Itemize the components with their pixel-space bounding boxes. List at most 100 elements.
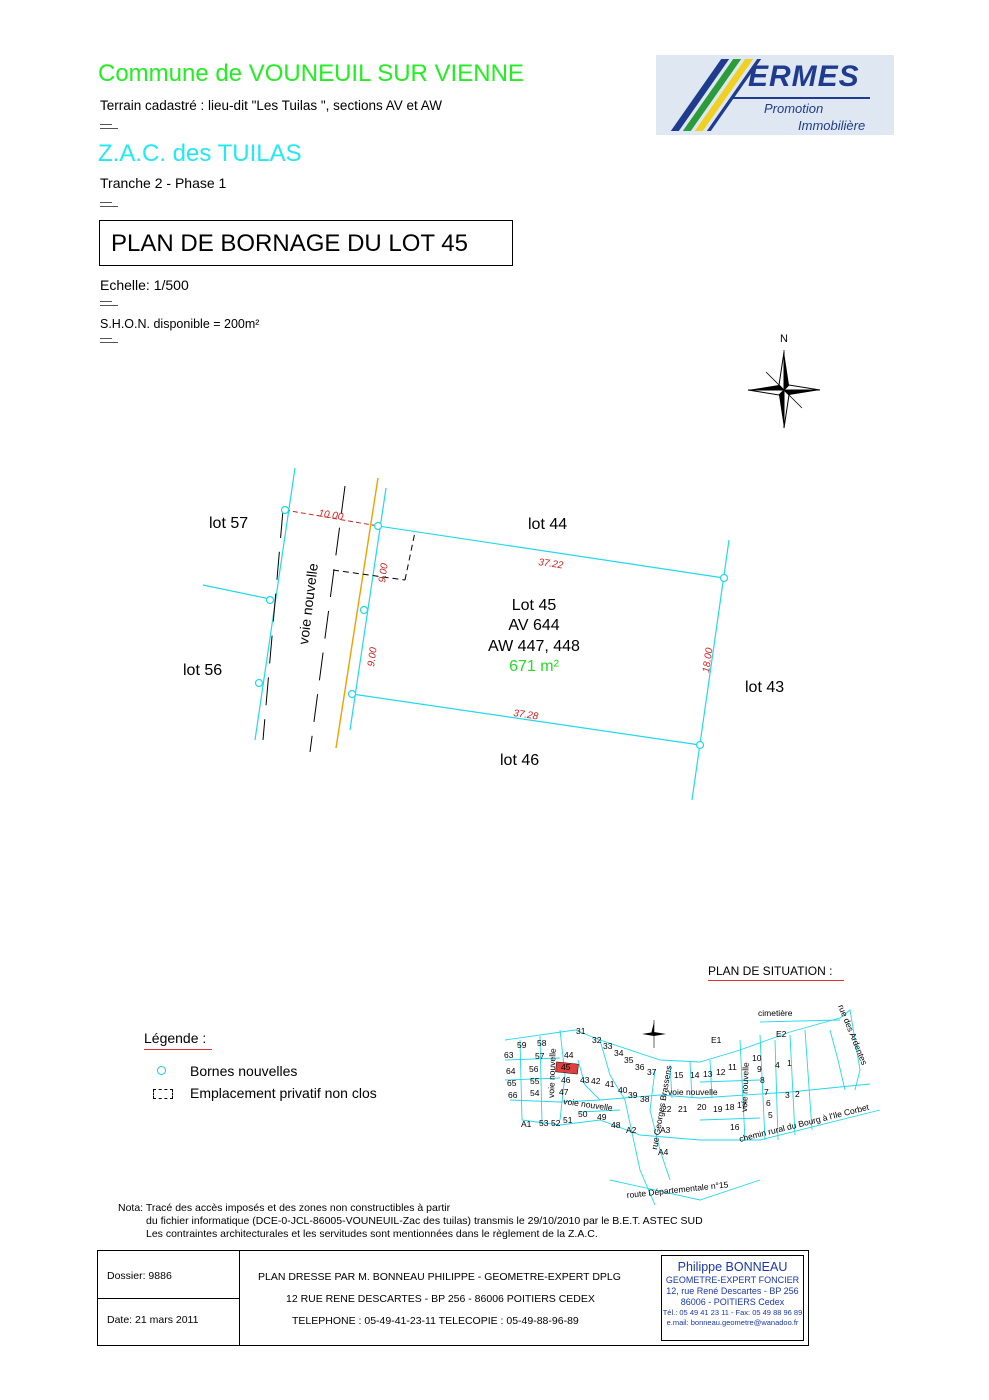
nota-line2: du fichier informatique (DCE-0-JCL-86005… bbox=[146, 1215, 703, 1227]
situation-lot-number: 15 bbox=[674, 1070, 684, 1080]
situation-title: PLAN DE SITUATION : bbox=[708, 964, 833, 978]
situation-lot-number: 41 bbox=[605, 1079, 615, 1089]
av-reference: AV 644 bbox=[508, 617, 559, 634]
situation-lot-number: 64 bbox=[506, 1066, 516, 1076]
nota-block: Nota: Tracé des accès imposés et des zon… bbox=[118, 1202, 703, 1241]
lot43-label: lot 43 bbox=[745, 679, 784, 696]
situation-lot-number: A1 bbox=[521, 1119, 532, 1129]
situation-lot-number: 20 bbox=[697, 1102, 707, 1112]
office-telephone: TELEPHONE : 05-49-41-23-11 TELECOPIE : 0… bbox=[292, 1315, 579, 1327]
situation-lot-number: A2 bbox=[626, 1125, 637, 1135]
logo-immobiliere: Immobilière bbox=[798, 118, 866, 133]
situation-lot-number: 2 bbox=[795, 1089, 800, 1099]
situation-lot-number: 59 bbox=[517, 1040, 527, 1050]
situation-lot-number: 38 bbox=[640, 1094, 650, 1104]
situation-chemin: chemin rural du Bourg à l'Ile Corbet bbox=[738, 1102, 871, 1144]
dim-left-upper: 9.00 bbox=[377, 562, 391, 583]
stamp-telephone: Tél.: 05 49 41 23 11 - Fax: 05 49 88 96 … bbox=[662, 1308, 803, 1317]
situation-lot-number: 16 bbox=[730, 1122, 740, 1132]
situation-lot-number: 1 bbox=[787, 1058, 792, 1068]
situation-north-icon bbox=[642, 1020, 666, 1048]
scale-label: Echelle: 1/500 bbox=[100, 277, 189, 293]
legend-emplacement: Emplacement privatif non clos bbox=[190, 1085, 377, 1101]
situation-lot-number: 11 bbox=[728, 1062, 737, 1072]
situation-lot-number: 47 bbox=[559, 1087, 569, 1097]
separator-mark bbox=[100, 124, 118, 130]
situation-lot-number: 57 bbox=[535, 1051, 545, 1061]
terrain-subtitle: Terrain cadastré : lieu-dit "Les Tuilas … bbox=[100, 98, 442, 113]
boundary-markers bbox=[254, 505, 729, 750]
situation-lot-number: 22 bbox=[662, 1104, 672, 1114]
situation-voie-nouvelle-1: voie nouvelle bbox=[668, 1087, 718, 1097]
separator-mark bbox=[100, 338, 118, 344]
situation-lot-number: 46 bbox=[561, 1075, 571, 1085]
title-block: Dossier: 9886 Date: 21 mars 2011 PLAN DR… bbox=[97, 1250, 809, 1346]
aw-reference: AW 447, 448 bbox=[488, 638, 580, 655]
situation-lot-number: 9 bbox=[757, 1064, 762, 1074]
dim-bottom: 37.28 bbox=[513, 708, 540, 722]
situation-lot-number: 12 bbox=[716, 1067, 726, 1077]
north-arrow-icon: N bbox=[747, 333, 821, 429]
commune-title: Commune de VOUNEUIL SUR VIENNE bbox=[98, 60, 524, 87]
situation-lot-number: 21 bbox=[678, 1104, 688, 1114]
separator-mark bbox=[100, 301, 118, 307]
situation-voie-nouvelle-4: voie nouvelle bbox=[739, 1062, 751, 1112]
dim-left-lower: 9.00 bbox=[366, 646, 380, 667]
situation-lot-number: 58 bbox=[537, 1038, 547, 1048]
situation-lot-number: E2 bbox=[776, 1029, 787, 1039]
situation-lot-number: 63 bbox=[504, 1050, 514, 1060]
situation-cimetiere: cimetière bbox=[758, 1008, 793, 1018]
lot44-label: lot 44 bbox=[528, 516, 567, 533]
road-edge bbox=[335, 477, 379, 749]
situation-lot-number: 50 bbox=[578, 1109, 588, 1119]
dim-top: 37.22 bbox=[538, 557, 565, 571]
situation-lot-number: 66 bbox=[508, 1090, 518, 1100]
situation-lot-number: 53 bbox=[539, 1118, 549, 1128]
situation-voie-nouvelle-2: voie nouvelle bbox=[563, 1096, 614, 1113]
lot-area: 671 m² bbox=[509, 658, 559, 675]
situation-lot-number: 65 bbox=[507, 1078, 517, 1088]
situation-lot-number: 35 bbox=[624, 1055, 634, 1065]
logo-rule bbox=[732, 97, 870, 99]
plan-title-box: PLAN DE BORNAGE DU LOT 45 bbox=[99, 220, 513, 266]
situation-map bbox=[504, 1009, 881, 1206]
private-zone-icon bbox=[153, 1089, 173, 1099]
shon-label: S.H.O.N. disponible = 200m² bbox=[100, 317, 260, 331]
stamp-email: e.mail: bonneau.geometre@wanadoo.fr bbox=[666, 1318, 799, 1327]
situation-lot-number: 6 bbox=[766, 1098, 771, 1108]
situation-lot-number: 10 bbox=[752, 1053, 762, 1063]
nota-line3: Les contraintes architecturales et les s… bbox=[146, 1228, 598, 1240]
situation-lot-number: 19 bbox=[713, 1104, 723, 1114]
lot45-label: Lot 45 bbox=[512, 597, 557, 614]
situation-lot-number: A4 bbox=[658, 1147, 669, 1157]
situation-lot-number: 51 bbox=[563, 1115, 573, 1125]
date-cell: Date: 21 mars 2011 bbox=[98, 1299, 240, 1345]
situation-lot-number: A3 bbox=[660, 1125, 671, 1135]
logo-promotion: Promotion bbox=[764, 101, 824, 116]
situation-lot-number: 56 bbox=[529, 1064, 539, 1074]
situation-voie-nouvelle-3: voie nouvelle bbox=[546, 1048, 558, 1098]
road-label: voie nouvelle bbox=[295, 562, 321, 645]
geometre-stamp: Philippe BONNEAU GEOMETRE-EXPERT FONCIER… bbox=[661, 1255, 804, 1341]
dim-right: 18.00 bbox=[701, 647, 715, 674]
situation-lot-number: 18 bbox=[725, 1102, 735, 1112]
plan-date: Date: 21 mars 2011 bbox=[107, 1314, 199, 1326]
situation-lot-number: 49 bbox=[597, 1112, 607, 1122]
separator-mark bbox=[100, 202, 118, 208]
situation-lot-number: 48 bbox=[611, 1120, 621, 1130]
situation-lot-number: 3 bbox=[785, 1090, 790, 1100]
situation-route: route Départementale n°15 bbox=[626, 1179, 729, 1200]
stamp-address1: 12, rue René Descartes - BP 256 bbox=[666, 1286, 799, 1296]
situation-lot-number: 40 bbox=[618, 1085, 628, 1095]
dossier-number: Dossier: 9886 bbox=[107, 1270, 172, 1282]
situation-lot-number: 31 bbox=[576, 1026, 586, 1036]
situation-lot-number: 54 bbox=[530, 1088, 540, 1098]
legend-bornes: Bornes nouvelles bbox=[190, 1063, 298, 1079]
dossier-cell: Dossier: 9886 bbox=[98, 1251, 240, 1299]
north-label: N bbox=[780, 333, 788, 345]
lot57-label: lot 57 bbox=[209, 515, 248, 532]
plan-dresse: PLAN DRESSE PAR M. BONNEAU PHILIPPE - GE… bbox=[258, 1271, 621, 1283]
situation-lot-number: 42 bbox=[591, 1076, 601, 1086]
nota-line1: Nota: Tracé des accès imposés et des zon… bbox=[118, 1202, 451, 1214]
